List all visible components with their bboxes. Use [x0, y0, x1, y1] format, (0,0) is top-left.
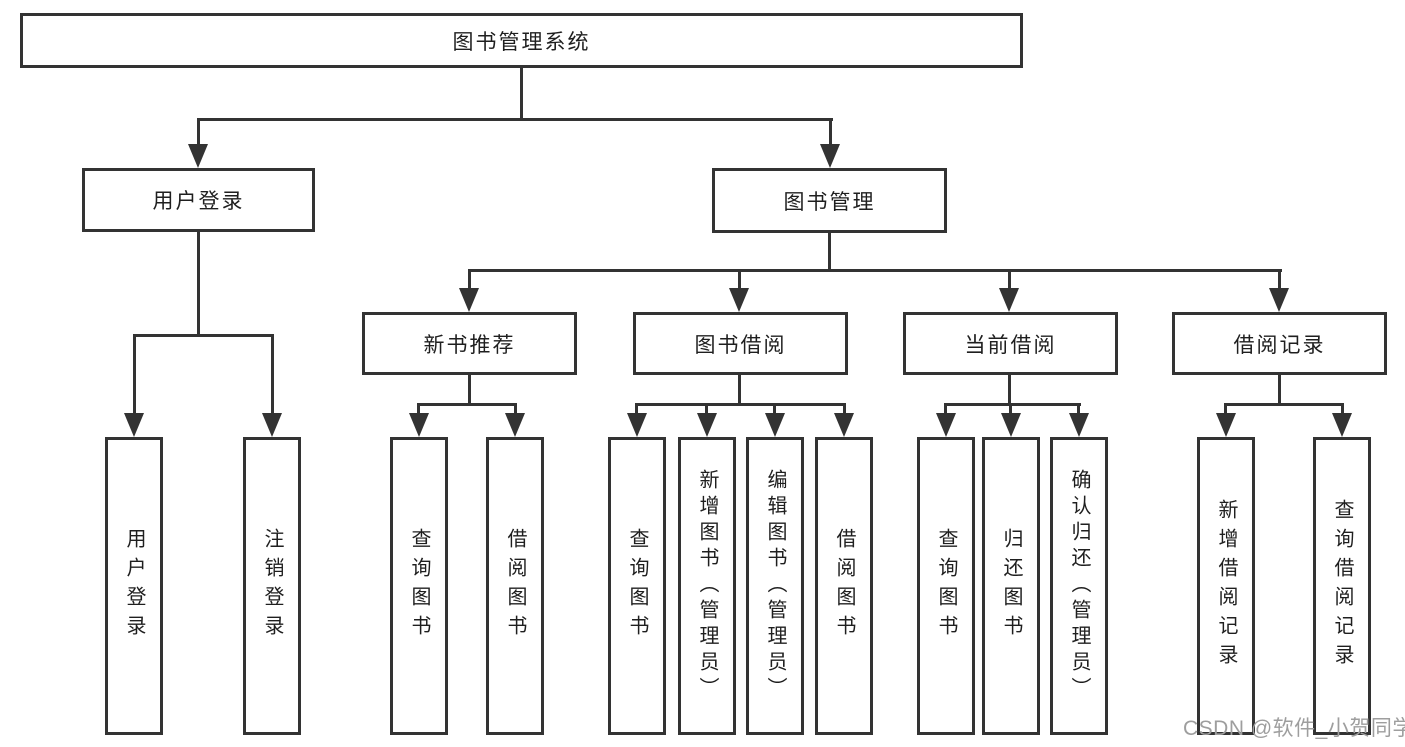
- connector-line: [1008, 269, 1011, 291]
- leaf-records-query-record: 查询借阅记录: [1313, 437, 1371, 735]
- connector-line: [705, 403, 708, 417]
- node-root-label: 图书管理系统: [452, 30, 591, 54]
- connector-line: [1008, 375, 1011, 405]
- connector-line: [1224, 403, 1227, 417]
- arrowhead-icon: [1001, 413, 1021, 437]
- connector-line: [635, 403, 638, 417]
- leaf-borrow-edit-books-admin: 编辑图书（管理员）: [746, 437, 804, 735]
- leaf-records-add-record-label: 新增借阅记录: [1215, 499, 1237, 673]
- arrowhead-icon: [262, 413, 282, 437]
- connector-line: [1077, 403, 1080, 417]
- connector-line: [843, 403, 846, 417]
- arrowhead-icon: [729, 288, 749, 312]
- connector-line: [635, 403, 846, 406]
- leaf-current-query-books: 查询图书: [917, 437, 975, 735]
- leaf-newbook-borrow-books-label: 借阅图书: [504, 528, 526, 644]
- leaf-user-login-label: 用户登录: [123, 528, 145, 644]
- node-root: 图书管理系统: [20, 13, 1023, 68]
- arrowhead-icon: [1216, 413, 1236, 437]
- connector-line: [738, 375, 741, 405]
- arrowhead-icon: [765, 413, 785, 437]
- node-borrowing-records-label: 借阅记录: [1233, 333, 1326, 357]
- leaf-newbook-query-books-label: 查询图书: [408, 528, 430, 644]
- arrowhead-icon: [697, 413, 717, 437]
- leaf-borrow-edit-books-admin-label: 编辑图书（管理员）: [764, 469, 786, 703]
- connector-line: [828, 233, 831, 271]
- connector-line: [944, 403, 947, 417]
- node-user-login-label: 用户登录: [152, 190, 245, 213]
- leaf-borrow-query-books: 查询图书: [608, 437, 666, 735]
- arrowhead-icon: [505, 413, 525, 437]
- watermark: CSDN @软件_小贺同学: [1183, 717, 1405, 740]
- connector-line: [514, 403, 517, 417]
- arrowhead-icon: [1069, 413, 1089, 437]
- connector-line: [417, 403, 420, 417]
- node-borrowing-records: 借阅记录: [1172, 312, 1387, 375]
- node-current-borrowing: 当前借阅: [903, 312, 1118, 375]
- leaf-newbook-query-books: 查询图书: [390, 437, 448, 735]
- connector-line: [271, 334, 274, 416]
- connector-line: [1009, 403, 1012, 417]
- arrowhead-icon: [1332, 413, 1352, 437]
- arrowhead-icon: [936, 413, 956, 437]
- leaf-records-query-record-label: 查询借阅记录: [1331, 499, 1353, 673]
- leaf-current-confirm-return-admin-label: 确认归还（管理员）: [1068, 469, 1090, 703]
- leaf-borrow-borrow-books-label: 借阅图书: [833, 528, 855, 644]
- node-current-borrowing-label: 当前借阅: [964, 333, 1057, 357]
- leaf-current-return-books-label: 归还图书: [1000, 528, 1022, 644]
- leaf-current-query-books-label: 查询图书: [935, 528, 957, 644]
- node-book-management-label: 图书管理: [783, 190, 876, 214]
- arrowhead-icon: [188, 144, 208, 168]
- leaf-records-add-record: 新增借阅记录: [1197, 437, 1255, 735]
- arrowhead-icon: [627, 413, 647, 437]
- leaf-newbook-borrow-books: 借阅图书: [486, 437, 544, 735]
- leaf-borrow-add-books-admin-label: 新增图书（管理员）: [696, 469, 718, 703]
- connector-line: [197, 118, 833, 121]
- connector-line: [773, 403, 776, 417]
- arrowhead-icon: [459, 288, 479, 312]
- leaf-user-login: 用户登录: [105, 437, 163, 735]
- arrowhead-icon: [409, 413, 429, 437]
- connector-line: [829, 118, 832, 148]
- connector-line: [468, 269, 471, 291]
- connector-line: [520, 68, 523, 118]
- connector-line: [1278, 269, 1281, 291]
- arrowhead-icon: [999, 288, 1019, 312]
- leaf-logout-label: 注销登录: [261, 528, 283, 644]
- connector-line: [133, 334, 136, 416]
- leaf-current-confirm-return-admin: 确认归还（管理员）: [1050, 437, 1108, 735]
- node-new-book-recommend: 新书推荐: [362, 312, 577, 375]
- node-book-management: 图书管理: [712, 168, 947, 233]
- leaf-borrow-query-books-label: 查询图书: [626, 528, 648, 644]
- leaf-logout: 注销登录: [243, 437, 301, 735]
- connector-line: [468, 269, 1282, 272]
- connector-line: [468, 375, 471, 405]
- connector-line: [944, 403, 1081, 406]
- connector-line: [1341, 403, 1344, 417]
- leaf-borrow-borrow-books: 借阅图书: [815, 437, 873, 735]
- connector-line: [197, 118, 200, 148]
- node-new-book-recommend-label: 新书推荐: [423, 333, 516, 357]
- connector-line: [197, 232, 200, 336]
- connector-line: [1224, 403, 1344, 406]
- arrowhead-icon: [124, 413, 144, 437]
- connector-line: [133, 334, 274, 337]
- connector-line: [738, 269, 741, 291]
- arrowhead-icon: [820, 144, 840, 168]
- node-book-borrowing: 图书借阅: [633, 312, 848, 375]
- node-book-borrowing-label: 图书借阅: [694, 333, 787, 357]
- connector-line: [417, 403, 517, 406]
- arrowhead-icon: [1269, 288, 1289, 312]
- arrowhead-icon: [834, 413, 854, 437]
- leaf-current-return-books: 归还图书: [982, 437, 1040, 735]
- connector-line: [1278, 375, 1281, 405]
- leaf-borrow-add-books-admin: 新增图书（管理员）: [678, 437, 736, 735]
- node-user-login: 用户登录: [82, 168, 315, 232]
